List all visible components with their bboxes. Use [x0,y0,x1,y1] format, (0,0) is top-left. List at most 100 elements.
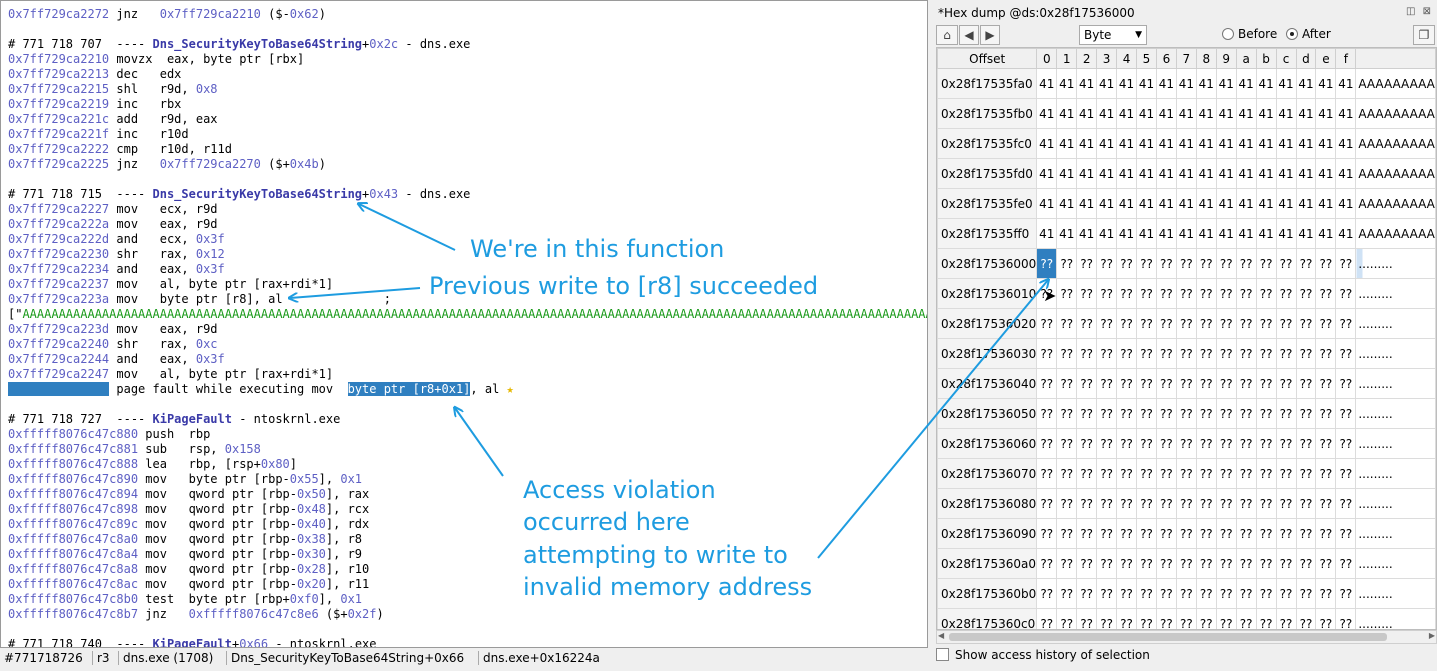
byte-cell[interactable]: 41 [1155,188,1177,219]
table-row[interactable]: 0x28f17536080???????????????????????????… [937,488,1436,519]
table-row[interactable]: 0x28f17536000???????????????????????????… [937,248,1436,279]
byte-cell[interactable]: 41 [1036,98,1058,129]
byte-cell[interactable]: 41 [1076,128,1098,159]
byte-cell[interactable]: 41 [1335,158,1357,189]
home-icon[interactable]: ⌂ [936,25,958,45]
byte-cell[interactable]: ?? [1175,398,1197,429]
byte-cell[interactable]: ?? [1116,248,1137,279]
byte-cell[interactable]: 41 [1076,218,1098,249]
ascii-cell[interactable]: AAAAAAAAA [1355,98,1436,129]
byte-cell[interactable]: ?? [1235,308,1257,339]
code-line[interactable]: 0x7ff729ca221c add r9d, eax [8,112,927,127]
code-line[interactable] [8,622,927,637]
ascii-cell[interactable]: ......... [1355,338,1436,369]
instruction-address[interactable]: 0x7ff729ca222d [8,232,110,246]
byte-cell[interactable]: ?? [1215,338,1237,369]
byte-cell[interactable]: ?? [1096,518,1118,549]
byte-cell[interactable]: 41 [1036,218,1058,249]
byte-cell[interactable]: ?? [1235,248,1257,279]
byte-cell[interactable]: 41 [1335,98,1357,129]
byte-cell[interactable]: 41 [1215,98,1237,129]
byte-cell[interactable]: ?? [1315,338,1337,369]
byte-cell[interactable]: 41 [1096,218,1118,249]
byte-cell[interactable]: 41 [1295,188,1317,219]
ascii-cell[interactable]: AAAAAAAAA [1355,188,1436,219]
byte-cell[interactable]: ?? [1116,548,1137,579]
byte-cell[interactable]: 41 [1235,218,1257,249]
byte-cell[interactable]: ?? [1195,548,1217,579]
byte-cell[interactable]: ?? [1076,278,1098,309]
byte-cell[interactable]: ?? [1036,248,1058,279]
byte-cell[interactable]: ?? [1195,278,1217,309]
code-line[interactable]: 0x7ff729ca223a mov byte ptr [r8], al ; [8,292,927,307]
code-line[interactable]: 0x7ff729ca223d mov eax, r9d [8,322,927,337]
byte-cell[interactable]: ?? [1076,518,1098,549]
byte-cell[interactable]: 41 [1056,128,1078,159]
instruction-address[interactable]: 0xfffff8076c47c8a0 [8,532,139,546]
byte-cell[interactable]: ?? [1195,518,1217,549]
byte-cell[interactable]: ?? [1295,308,1317,339]
instruction-address[interactable]: 0x7ff729ca223d [8,322,110,336]
instruction-address[interactable]: 0x7ff729ca222a [8,217,110,231]
byte-cell[interactable]: ?? [1136,278,1157,309]
code-line[interactable]: 0xfffff8076c47c888 lea rbp, [rsp+0x80] [8,457,927,472]
code-line[interactable]: 0xfffff8076c47c898 mov qword ptr [rbp-0x… [8,502,927,517]
byte-cell[interactable]: 41 [1215,128,1237,159]
table-row[interactable]: 0x28f175360b0???????????????????????????… [937,578,1436,609]
byte-cell[interactable]: ?? [1235,338,1257,369]
byte-cell[interactable]: ?? [1295,278,1317,309]
byte-cell[interactable]: ?? [1295,398,1317,429]
byte-cell[interactable]: ?? [1036,548,1058,579]
table-row[interactable]: 0x28f17536090???????????????????????????… [937,518,1436,549]
byte-cell[interactable]: 41 [1255,68,1277,99]
byte-cell[interactable]: ?? [1136,518,1157,549]
byte-cell[interactable]: ?? [1116,518,1137,549]
byte-cell[interactable]: 41 [1136,158,1157,189]
byte-cell[interactable]: ?? [1235,608,1257,629]
byte-cell[interactable]: ?? [1235,398,1257,429]
instruction-address[interactable]: 0xfffff8076c47c890 [8,472,139,486]
ascii-cell[interactable]: AAAAAAAAA [1355,218,1436,249]
byte-cell[interactable]: ?? [1335,278,1357,309]
byte-cell[interactable]: ?? [1255,338,1277,369]
byte-cell[interactable]: ?? [1056,578,1078,609]
byte-cell[interactable]: 41 [1315,218,1337,249]
code-line[interactable]: 0xfffff8076c47c8a8 mov qword ptr [rbp-0x… [8,562,927,577]
byte-cell[interactable]: ?? [1335,518,1357,549]
byte-cell[interactable]: ?? [1315,308,1337,339]
instruction-address[interactable]: 0x7ff729ca2237 [8,277,110,291]
code-line[interactable]: 0x7ff729ca2227 mov ecx, r9d [8,202,927,217]
byte-cell[interactable]: ?? [1116,428,1137,459]
byte-cell[interactable]: ?? [1215,578,1237,609]
byte-cell[interactable]: ?? [1076,398,1098,429]
instruction-address[interactable]: 0xfffff8076c47c8b0 [8,592,139,606]
byte-cell[interactable]: 41 [1295,158,1317,189]
byte-cell[interactable]: ?? [1335,308,1357,339]
byte-cell[interactable]: ?? [1175,518,1197,549]
offset-header[interactable]: Offset [937,48,1038,69]
code-line[interactable]: 0x7ff729ca2230 shr rax, 0x12 [8,247,927,262]
byte-cell[interactable]: ?? [1255,548,1277,579]
byte-cell[interactable]: 41 [1315,158,1337,189]
byte-cell[interactable]: ?? [1255,248,1277,279]
byte-cell[interactable]: ?? [1056,368,1078,399]
byte-cell[interactable]: ?? [1096,338,1118,369]
code-line[interactable]: 0xfffff8076c47c881 sub rsp, 0x158 [8,442,927,457]
byte-cell[interactable]: ?? [1335,548,1357,579]
instruction-address[interactable]: 0x7ff729ca2247 [8,367,110,381]
byte-cell[interactable]: ?? [1155,608,1177,629]
instruction-address[interactable]: 0x7ff729ca2215 [8,82,110,96]
code-line[interactable]: 0x7ff729ca2244 and eax, 0x3f [8,352,927,367]
byte-cell[interactable]: 41 [1136,68,1157,99]
byte-cell[interactable]: ?? [1155,278,1177,309]
byte-cell[interactable]: ?? [1315,398,1337,429]
byte-cell[interactable]: ?? [1315,248,1337,279]
byte-cell[interactable]: 41 [1315,188,1337,219]
byte-cell[interactable]: ?? [1255,428,1277,459]
byte-cell[interactable]: 41 [1136,218,1157,249]
byte-cell[interactable]: ?? [1215,308,1237,339]
code-line[interactable]: # 771 718 740 ---- KiPageFault+0x66 - nt… [8,637,927,647]
byte-cell[interactable]: 41 [1275,68,1297,99]
byte-cell[interactable]: 41 [1335,128,1357,159]
